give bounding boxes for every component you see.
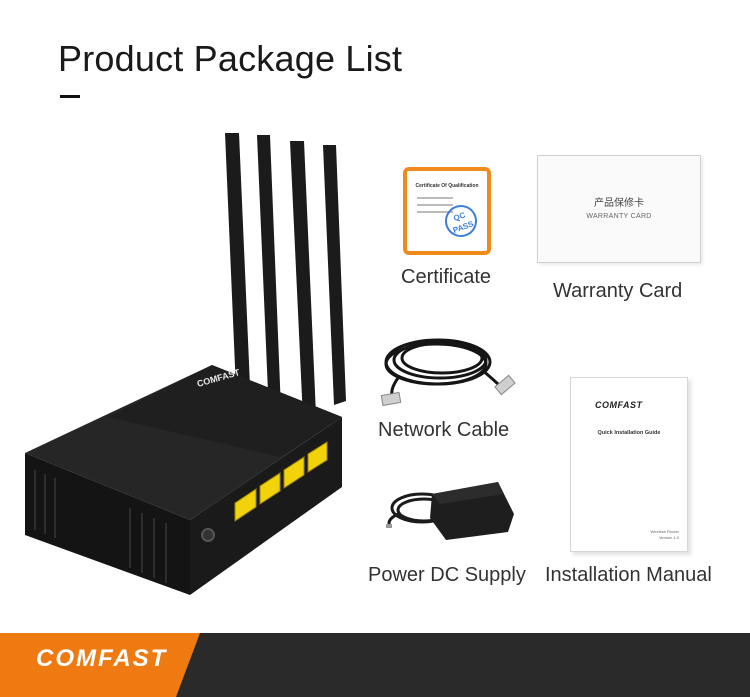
footer-brand-logo: COMFAST (36, 645, 168, 672)
warranty-card-image: 产品保修卡 WARRANTY CARD (537, 155, 701, 263)
warranty-card-en-text: WARRANTY CARD (586, 213, 652, 220)
warranty-card-label: Warranty Card (553, 280, 683, 302)
manual-guide-title: Quick Installation Guide (597, 430, 661, 436)
power-supply-label: Power DC Supply (368, 564, 526, 586)
router-image: COMFAST (25, 133, 346, 595)
manual-brand-logo: COMFAST (595, 400, 643, 410)
network-cable-image (380, 338, 516, 407)
warranty-card-cn-text: 产品保修卡 (594, 198, 644, 209)
router-ports (234, 441, 328, 522)
page-title: Product Package List (58, 38, 403, 79)
manual-footer-text: Wireless Router Version 1.0 (651, 529, 679, 541)
router-antennas (225, 133, 346, 460)
certificate-label: Certificate (401, 266, 492, 288)
installation-manual-label: Installation Manual (545, 564, 712, 586)
manual-footer-line2: Version 1.0 (658, 535, 679, 540)
power-supply-image (386, 482, 514, 540)
installation-manual-image: COMFAST Quick Installation Guide Wireles… (570, 377, 688, 552)
network-cable-label: Network Cable (378, 419, 510, 441)
manual-footer-line1: Wireless Router (650, 529, 679, 534)
certificate-image: Certificate Of Qualification QC PASS (403, 167, 491, 255)
footer-brand-panel (0, 633, 200, 697)
certificate-doc-title: Certificate Of Qualification (415, 183, 479, 189)
title-underline (60, 95, 80, 98)
